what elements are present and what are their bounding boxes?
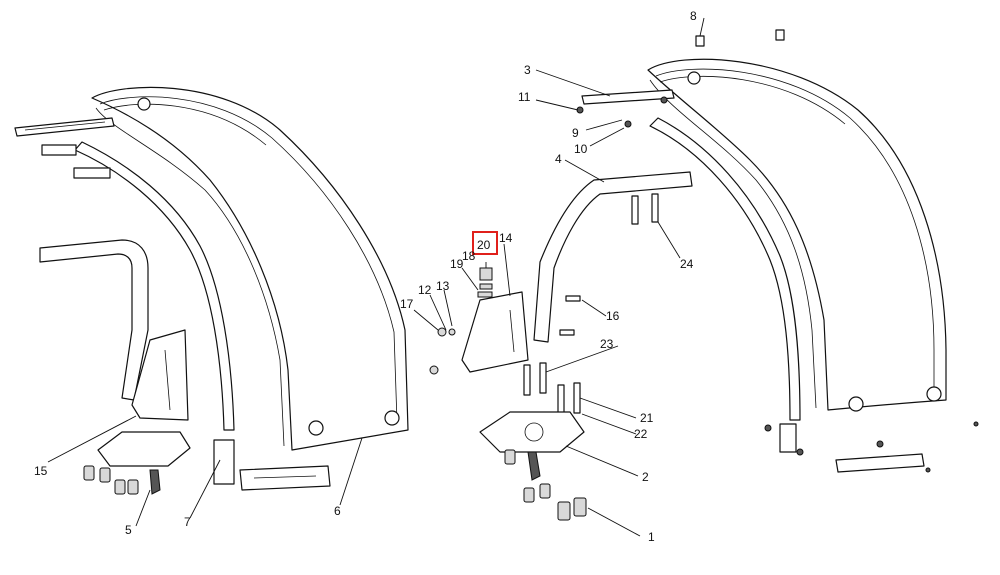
- left-base-plate: [97, 431, 191, 467]
- right-top-plate: [581, 89, 675, 105]
- highlight-box-20: [472, 231, 498, 255]
- callout-12: 12: [418, 283, 432, 297]
- leader-lines: [47, 17, 705, 537]
- callout-24: 24: [680, 257, 694, 271]
- left-mount-bracket: [131, 329, 189, 421]
- left-top-slot-bar: [14, 117, 115, 137]
- left-bracket-a: [41, 144, 77, 156]
- callout-17: 17: [400, 297, 414, 311]
- callout-10: 10: [574, 142, 588, 156]
- callout-1: 1: [648, 530, 655, 544]
- callout-11: 11: [518, 90, 531, 104]
- left-fender-assembly: [14, 86, 409, 495]
- callout-3: 3: [524, 63, 531, 77]
- callout-14: 14: [499, 231, 513, 245]
- callout-18: 18: [462, 249, 476, 263]
- callout-5: 5: [125, 523, 132, 537]
- callout-9: 9: [572, 126, 579, 140]
- left-liner-end: [213, 439, 235, 485]
- callout-23: 23: [600, 337, 614, 351]
- callout-2: 2: [642, 470, 649, 484]
- right-fender-inner-liner: [649, 117, 801, 421]
- left-fender-inner-liner: [74, 141, 235, 431]
- right-bottom-slot-bar: [835, 453, 925, 473]
- callout-20: 20: [477, 238, 491, 252]
- left-fender-shell: [91, 86, 409, 451]
- center-mount-bracket: [461, 291, 529, 373]
- callout-21: 21: [640, 411, 654, 425]
- right-support-arm: [533, 171, 693, 343]
- left-bracket-b: [73, 167, 111, 179]
- right-fender-assembly: [533, 29, 979, 473]
- callout-19: 19: [450, 257, 464, 271]
- right-fender-shell: [647, 58, 947, 411]
- left-bottom-slot-bar: [239, 465, 331, 491]
- callout-15: 15: [34, 464, 48, 478]
- callout-4: 4: [555, 152, 562, 166]
- left-support-arm: [39, 239, 149, 401]
- center-mount-assembly: [429, 267, 587, 521]
- callout-13: 13: [436, 279, 450, 293]
- center-base-plate: [479, 411, 585, 453]
- callout-6: 6: [334, 504, 341, 518]
- callout-22: 22: [634, 427, 648, 441]
- callout-16: 16: [606, 309, 620, 323]
- callout-8: 8: [690, 9, 697, 23]
- callout-7: 7: [184, 515, 191, 529]
- callout-labels: 1 2 3 4 5 6 7 8 9 10 11 12 13 14 15 16 1…: [34, 9, 697, 544]
